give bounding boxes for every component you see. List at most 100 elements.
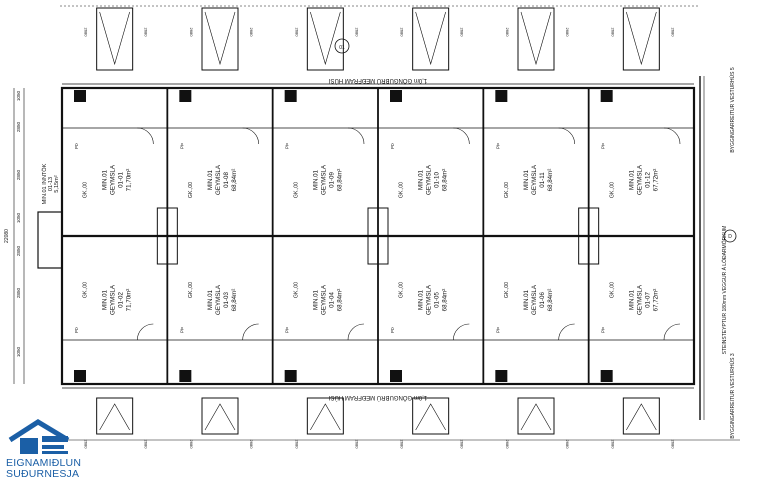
room-bottom-label-0: MIN.01: [418, 289, 425, 310]
column: [74, 370, 86, 382]
room-bottom-label-0: MIN.01: [628, 289, 635, 310]
room-bottom-label-3: 68,84m²: [442, 289, 449, 312]
room-bottom-label-1: GEYMSLA: [320, 284, 327, 315]
door-tag: PÞ: [285, 327, 290, 333]
parking-stall-bottom: [517, 397, 555, 435]
core-unit: [156, 207, 178, 265]
right-note-bottom: BYGGINGARREITUR VESTURHÚS 3: [729, 353, 736, 439]
door-tag: PÞ: [74, 327, 79, 333]
vehicle-marker: [626, 11, 657, 66]
room-bottom-label-0: MIN.01: [207, 289, 214, 310]
column: [74, 90, 86, 102]
stall-dimension: 2680: [505, 440, 510, 450]
column: [495, 90, 508, 102]
gk-label: GK.,00: [609, 182, 615, 198]
door-swing: [558, 127, 575, 145]
column: [284, 370, 297, 382]
left-dimension: 1050: [16, 212, 21, 223]
right-note-top: BYGGINGARREITUR VESTURHÚS 5: [729, 67, 736, 153]
vehicle-marker: [415, 11, 446, 66]
stall-dimension: 2680: [294, 28, 299, 38]
parking-stall-top: [306, 7, 344, 71]
gk-label: GK.,00: [399, 182, 405, 198]
door-tag: PÞ: [390, 327, 395, 333]
room-bottom-label-2: 01-04: [328, 292, 335, 308]
stall-dimension: 2680: [610, 440, 615, 450]
parking-stall-top: [517, 7, 555, 71]
gk-label: GK.,00: [609, 282, 615, 298]
door-tag: PÞ: [285, 143, 290, 149]
parking-stall-bottom: [96, 397, 134, 435]
parking-stall-top: [412, 7, 450, 71]
vehicle-marker: [520, 11, 552, 66]
room-top-label-0: MIN.01: [102, 169, 109, 190]
room-bottom-label-0: MIN.01: [312, 289, 319, 310]
door-tag: PÞ: [74, 143, 79, 149]
grid-marker: [723, 229, 737, 243]
room-top-label-3: 68,84m²: [336, 169, 343, 192]
door-swing: [347, 323, 365, 341]
logo: [6, 418, 80, 480]
door-tag: PÞ: [495, 143, 500, 149]
stall-dimension: 2680: [144, 440, 149, 450]
corridor-label-bottom: 1,0m GÖNGUBRÚ MEÐFRAM HÚSI: [328, 394, 427, 401]
room-bottom-label-2: 01-05: [434, 292, 441, 308]
room-bottom-label-2: 01-07: [644, 292, 651, 308]
stall-dimension: 2680: [249, 28, 254, 38]
room-bottom-label-3: 71,70m²: [126, 289, 133, 312]
room-top-label-0: MIN.01: [312, 169, 319, 190]
left-dimension: 2850: [16, 169, 21, 180]
vehicle-marker: [310, 11, 341, 66]
parking-stall-bottom: [622, 397, 660, 435]
gk-label: GK.,00: [293, 182, 299, 198]
door-tag: PÞ: [179, 327, 184, 333]
room-top-label-0: MIN.01: [207, 169, 214, 190]
core-unit: [367, 207, 389, 265]
door-swing: [242, 127, 259, 145]
door-swing: [137, 323, 154, 341]
door-tag: PÞ: [179, 143, 184, 149]
stall-dimension: 2680: [249, 440, 254, 450]
room-top-label-3: 68,84m²: [442, 169, 449, 192]
room-top-label-1: GEYMSLA: [426, 164, 433, 195]
vehicle-marker: [415, 403, 446, 431]
room-top-label-0: MIN.01: [523, 169, 530, 190]
gk-label: GK.,00: [188, 182, 194, 198]
room-top-label-0: MIN.01: [418, 169, 425, 190]
door-swing: [242, 323, 259, 341]
column: [600, 90, 613, 102]
room-bottom-label-1: GEYMSLA: [215, 284, 222, 315]
room-top-label-2: 01-08: [223, 172, 230, 188]
room-top-label-3: 71,70m²: [126, 169, 133, 192]
room-bottom-label-0: MIN.01: [523, 289, 530, 310]
room-bottom-label-2: 01-02: [118, 292, 125, 308]
gk-label: GK.,00: [504, 182, 510, 198]
parking-stall-top: [96, 7, 134, 71]
parking-stall-top: [201, 7, 239, 71]
left-room-name: MIN.01 INNTÖK: [41, 163, 48, 204]
door-swing: [137, 127, 154, 145]
gk-label: GK.,00: [293, 282, 299, 298]
vehicle-marker: [99, 11, 130, 66]
left-dimension: 1050: [16, 346, 21, 357]
room-top-label-0: MIN.01: [628, 169, 635, 190]
room-top-label-3: 68,84m²: [547, 169, 554, 192]
room-bottom-label-2: 01-06: [539, 292, 546, 308]
column: [390, 370, 402, 382]
right-note-middle: STEINSTEYPTUR 180mm VEGGUR Á LÓÐARMÖRKUM: [721, 226, 728, 355]
stall-dimension: 2680: [354, 28, 359, 38]
logo-line-2: SUÐURNESJA: [6, 468, 80, 480]
column: [600, 370, 613, 382]
room-bottom-label-1: GEYMSLA: [426, 284, 433, 315]
column: [179, 370, 192, 382]
column: [179, 90, 192, 102]
door-swing: [663, 127, 681, 145]
stall-dimension: 2680: [294, 440, 299, 450]
stall-dimension: 2680: [610, 28, 615, 38]
corridor-label-top: 1,0m GÖNGUBRÚ MEÐFRAM HÚSI: [328, 77, 427, 84]
room-bottom-label-3: 67,72m²: [652, 289, 659, 312]
door-swing: [347, 127, 365, 145]
stall-dimension: 2680: [144, 28, 149, 38]
left-total-dimension: 22080: [4, 229, 10, 243]
